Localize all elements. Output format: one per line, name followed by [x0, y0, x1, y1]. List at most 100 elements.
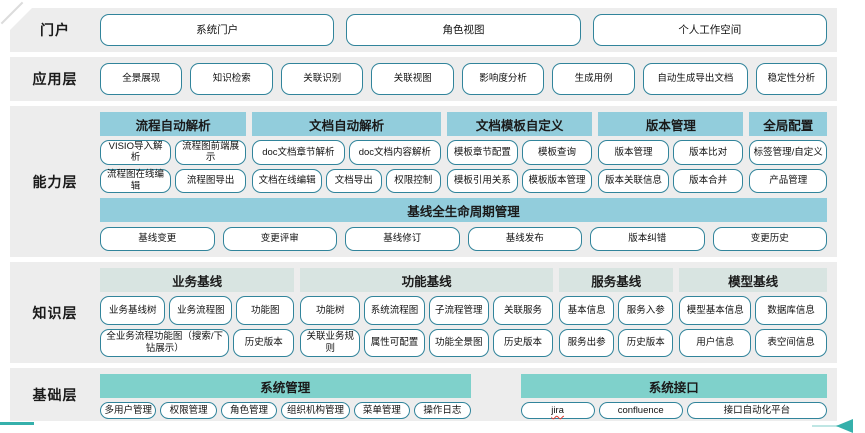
- box-stability-analysis: 稳定性分析: [755, 63, 828, 95]
- group-process-auto-parse: 流程自动解析 VISIO导入解析 流程图前端展示 流程图在线编辑 流程图导出: [100, 112, 247, 193]
- box-change-history: 变更历史: [712, 227, 827, 251]
- group-system-mgmt: 系统管理 多用户管理 权限管理 角色管理 组织机构管理 菜单管理 操作日志: [100, 374, 471, 420]
- capability-content: 流程自动解析 VISIO导入解析 流程图前端展示 流程图在线编辑 流程图导出 文…: [100, 106, 837, 257]
- layer-label-knowledge: 知识层: [32, 304, 78, 321]
- box-role-view: 角色视图: [346, 14, 581, 46]
- group-function-baseline: 功能基线 功能树 系统流程图 子流程管理 关联服务 关联业务规则 属性可配置 功…: [300, 268, 554, 357]
- box-user-info: 用户信息: [679, 328, 752, 357]
- teal-arrow-left-icon: [836, 419, 853, 433]
- box-version-mgmt: 版本管理: [598, 140, 669, 165]
- layer-band-application: 应用层 全景展现 知识检索 关联识别 关联视图 影响度分析 生成用例 自动生成导…: [10, 57, 837, 101]
- box-relation-identify: 关联识别: [280, 63, 364, 95]
- box-related-service: 关联服务: [492, 296, 554, 325]
- group-business-baseline: 业务基线 业务基线树 业务流程图 功能图 全业务流程功能图（搜索/下钻展示） 历…: [100, 268, 295, 357]
- box-full-business-flow-map: 全业务流程功能图（搜索/下钻展示）: [100, 328, 230, 357]
- box-attr-configurable: 属性可配置: [364, 328, 425, 357]
- knowledge-content: 业务基线 业务基线树 业务流程图 功能图 全业务流程功能图（搜索/下钻展示） 历…: [100, 262, 837, 363]
- group-doc-auto-parse: 文档自动解析 doc文档章节解析 doc文档内容解析 文档在线编辑 文档导出 权…: [252, 112, 442, 193]
- box-baseline-change: 基线变更: [100, 227, 215, 251]
- box-role-mgmt: 角色管理: [220, 402, 278, 420]
- box-template-chapter-config: 模板章节配置: [447, 140, 518, 165]
- group-header-model-baseline: 模型基线: [679, 268, 828, 292]
- box-version-correction: 版本纠错: [590, 227, 705, 251]
- box-version-compare: 版本比对: [672, 140, 744, 165]
- box-template-version-mgmt: 模板版本管理: [521, 168, 593, 193]
- box-version-relation-info: 版本关联信息: [598, 168, 669, 193]
- group-header-version-mgmt: 版本管理: [598, 112, 744, 136]
- box-impact-analysis: 影响度分析: [461, 63, 545, 95]
- box-permission-control: 权限控制: [385, 168, 442, 193]
- box-business-baseline-tree: 业务基线树: [100, 296, 166, 325]
- box-flowchart-frontend-display: 流程图前端展示: [175, 140, 247, 165]
- box-jira: jira: [520, 402, 595, 420]
- box-system-flowchart: 系统流程图: [364, 296, 425, 325]
- box-operation-log: 操作日志: [414, 402, 471, 420]
- group-header-global-config: 全局配置: [749, 112, 827, 136]
- box-basic-info: 基本信息: [559, 296, 615, 325]
- group-header-service-baseline: 服务基线: [559, 268, 674, 292]
- layer-label-portal: 门户: [40, 22, 70, 38]
- box-multi-user-mgmt: 多用户管理: [100, 402, 157, 420]
- box-menu-mgmt: 菜单管理: [353, 402, 411, 420]
- box-service-output-param: 服务出参: [559, 328, 615, 357]
- box-auto-generate-export-doc: 自动生成导出文档: [642, 63, 748, 95]
- group-service-baseline: 服务基线 基本信息 服务入参 服务出参 历史版本: [559, 268, 674, 357]
- group-header-doc-template-custom: 文档模板自定义: [447, 112, 593, 136]
- box-doc-chapter-parse: doc文档章节解析: [252, 140, 345, 165]
- box-history-version-business: 历史版本: [233, 328, 295, 357]
- box-interface-automation-platform: 接口自动化平台: [686, 402, 827, 420]
- box-generate-usecase: 生成用例: [552, 63, 635, 95]
- box-panorama-display: 全景展现: [100, 63, 183, 95]
- group-header-business-baseline: 业务基线: [100, 268, 295, 292]
- box-permission-mgmt: 权限管理: [160, 402, 217, 420]
- group-header-system-mgmt: 系统管理: [100, 374, 471, 398]
- box-function-tree: 功能树: [300, 296, 361, 325]
- box-template-query: 模板查询: [521, 140, 593, 165]
- box-flowchart-online-edit: 流程图在线编辑: [100, 168, 172, 193]
- box-flowchart-export: 流程图导出: [175, 168, 247, 193]
- box-function-diagram: 功能图: [236, 296, 295, 325]
- box-system-portal: 系统门户: [100, 14, 335, 46]
- group-version-mgmt: 版本管理 版本管理 版本比对 版本关联信息 版本合并: [598, 112, 744, 193]
- box-personal-workspace: 个人工作空间: [592, 14, 827, 46]
- group-header-process-auto-parse: 流程自动解析: [100, 112, 247, 136]
- box-related-business-rule: 关联业务规则: [300, 328, 361, 357]
- box-doc-export: 文档导出: [325, 168, 382, 193]
- box-version-merge: 版本合并: [672, 168, 744, 193]
- box-baseline-release: 基线发布: [467, 227, 582, 251]
- box-relation-view: 关联视图: [371, 63, 454, 95]
- box-org-mgmt: 组织机构管理: [281, 402, 350, 420]
- layer-band-knowledge: 知识层 业务基线 业务基线树 业务流程图 功能图 全业务流程功能图（搜索/下钻展…: [10, 262, 837, 363]
- box-subprocess-mgmt: 子流程管理: [428, 296, 489, 325]
- box-history-version-service: 历史版本: [618, 328, 674, 357]
- box-doc-online-edit: 文档在线编辑: [252, 168, 322, 193]
- box-template-reference-relation: 模板引用关系: [447, 168, 518, 193]
- layer-band-capability: 能力层 流程自动解析 VISIO导入解析 流程图前端展示 流程图在线编辑 流程图…: [10, 106, 837, 257]
- box-tag-mgmt-custom: 标签管理/自定义: [749, 140, 827, 165]
- layer-band-base: 基础层 系统管理 多用户管理 权限管理 角色管理 组织机构管理 菜单管理 操作日…: [10, 368, 837, 421]
- box-visio-import-parse: VISIO导入解析: [100, 140, 172, 165]
- group-model-baseline: 模型基线 模型基本信息 数据库信息 用户信息 表空间信息: [679, 268, 828, 357]
- box-change-review: 变更评审: [222, 227, 337, 251]
- bottom-left-accent-line: [0, 422, 34, 425]
- box-doc-content-parse: doc文档内容解析: [348, 140, 442, 165]
- box-database-info: 数据库信息: [755, 296, 828, 325]
- layer-band-portal: 门户 系统门户 角色视图 个人工作空间: [10, 8, 837, 52]
- group-header-system-interface: 系统接口: [520, 374, 827, 398]
- box-function-panorama: 功能全景图: [428, 328, 489, 357]
- layer-label-base: 基础层: [32, 386, 78, 403]
- group-doc-template-custom: 文档模板自定义 模板章节配置 模板查询 模板引用关系 模板版本管理: [447, 112, 593, 193]
- box-service-input-param: 服务入参: [618, 296, 674, 325]
- portal-content: 系统门户 角色视图 个人工作空间: [100, 8, 837, 52]
- jira-label: jira: [551, 405, 564, 416]
- box-model-basic-info: 模型基本信息: [679, 296, 752, 325]
- box-knowledge-search: 知识检索: [190, 63, 273, 95]
- group-header-function-baseline: 功能基线: [300, 268, 554, 292]
- box-business-flowchart: 业务流程图: [169, 296, 233, 325]
- layer-label-capability: 能力层: [32, 173, 78, 190]
- box-baseline-revise: 基线修订: [345, 227, 460, 251]
- box-tablespace-info: 表空间信息: [755, 328, 828, 357]
- group-header-doc-auto-parse: 文档自动解析: [252, 112, 442, 136]
- base-content: 系统管理 多用户管理 权限管理 角色管理 组织机构管理 菜单管理 操作日志 系统…: [100, 368, 837, 421]
